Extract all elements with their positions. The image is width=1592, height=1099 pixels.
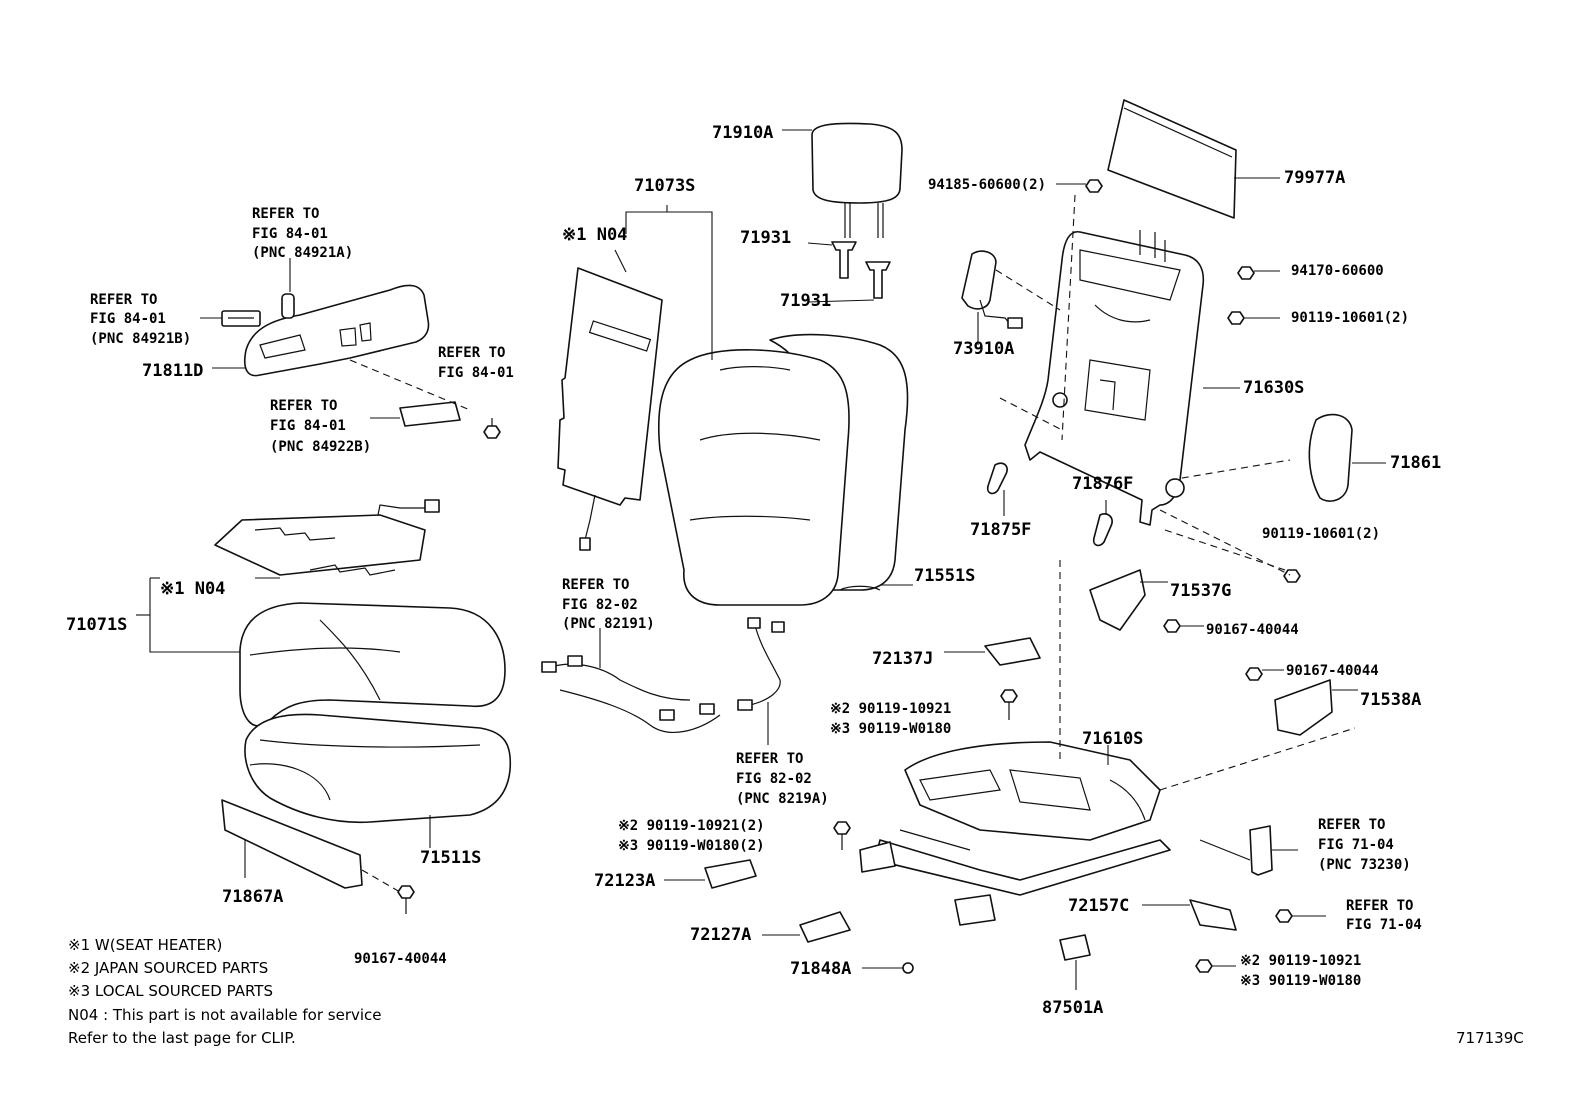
footnote-3: ※3 LOCAL SOURCED PARTS bbox=[68, 982, 273, 1000]
cushion-heater-mat bbox=[214, 499, 440, 576]
refer-r2-line1: REFER TO bbox=[90, 292, 157, 308]
label-n04-top: ※1 N04 bbox=[562, 225, 627, 245]
refer-r3-line1: REFER TO bbox=[438, 345, 505, 361]
refer-r6-line1: REFER TO bbox=[736, 751, 803, 767]
refer-to-labels: REFER TO FIG 84-01 (PNC 84921A) REFER TO… bbox=[90, 206, 1422, 933]
label-71931-b: 71931 bbox=[780, 291, 831, 311]
label-71071S: 71071S bbox=[66, 615, 127, 635]
label-71630S: 71630S bbox=[1243, 378, 1304, 398]
label-94170-60600: 94170-60600 bbox=[1291, 263, 1384, 279]
hinge-covers bbox=[1089, 529, 1358, 736]
label-72123A: 72123A bbox=[594, 871, 655, 891]
label-90167-40044-a: 90167-40044 bbox=[1206, 622, 1299, 638]
label-71861: 71861 bbox=[1390, 453, 1441, 473]
refer-r7-line1: REFER TO bbox=[1318, 817, 1385, 833]
refer-r5-line2: FIG 82-02 bbox=[562, 597, 638, 613]
refer-r3-line2: FIG 84-01 bbox=[438, 365, 514, 381]
label-90119-10921-c: ※2 90119-10921 bbox=[1240, 953, 1361, 969]
footnote-5: Refer to the last page for CLIP. bbox=[68, 1029, 296, 1047]
refer-r5-line1: REFER TO bbox=[562, 577, 629, 593]
label-71875F: 71875F bbox=[970, 520, 1031, 540]
footnote-4: N04 : This part is not available for ser… bbox=[68, 1006, 382, 1024]
label-73910A: 73910A bbox=[953, 339, 1014, 359]
label-90119-10601-a: 90119-10601(2) bbox=[1291, 310, 1409, 326]
label-90119-W0180-b: ※3 90119-W0180(2) bbox=[618, 838, 765, 854]
refer-r5-line3: (PNC 82191) bbox=[562, 616, 655, 632]
seatback-board bbox=[1107, 99, 1280, 219]
refer-r8-line2: FIG 71-04 bbox=[1346, 917, 1422, 933]
label-90167-40044-b: 90167-40044 bbox=[1286, 663, 1379, 679]
refer-r1-line1: REFER TO bbox=[252, 206, 319, 222]
label-72137J: 72137J bbox=[872, 649, 933, 669]
label-71910A: 71910A bbox=[712, 123, 773, 143]
refer-r8-line1: REFER TO bbox=[1346, 898, 1413, 914]
cushion-lower-shield bbox=[221, 799, 415, 914]
refer-r4-line1: REFER TO bbox=[270, 398, 337, 414]
footnote-2: ※2 JAPAN SOURCED PARTS bbox=[68, 959, 268, 977]
label-90119-10601-b: 90119-10601(2) bbox=[1262, 526, 1380, 542]
label-71610S: 71610S bbox=[1082, 729, 1143, 749]
label-72157C: 72157C bbox=[1068, 896, 1129, 916]
seatback-heater-mat bbox=[557, 205, 713, 551]
refer-r2-line3: (PNC 84921B) bbox=[90, 331, 191, 347]
label-71537G: 71537G bbox=[1170, 581, 1231, 601]
refer-r4-line2: FIG 84-01 bbox=[270, 418, 346, 434]
label-94185-60600: 94185-60600(2) bbox=[928, 177, 1046, 193]
label-n04-mid: ※1 N04 bbox=[160, 579, 225, 599]
label-87501A: 87501A bbox=[1042, 998, 1103, 1018]
side-airbag-module bbox=[961, 250, 1023, 345]
side-cover-71861 bbox=[1308, 413, 1386, 502]
small-parts bbox=[664, 179, 1326, 990]
refer-r4-line3: (PNC 84922B) bbox=[270, 439, 371, 455]
bracket-71071S bbox=[136, 577, 280, 653]
label-71073S: 71073S bbox=[634, 176, 695, 196]
seatback-cover-drawing bbox=[657, 333, 913, 606]
seat-track-drawing bbox=[859, 560, 1356, 926]
wire-harness-drawing bbox=[541, 617, 785, 745]
label-90119-10921-a: ※2 90119-10921 bbox=[830, 701, 951, 717]
label-90119-W0180-a: ※3 90119-W0180 bbox=[830, 721, 951, 737]
refer-r2-line2: FIG 84-01 bbox=[90, 311, 166, 327]
refer-r7-line3: (PNC 73230) bbox=[1318, 857, 1411, 873]
refer-r1-line2: FIG 84-01 bbox=[252, 226, 328, 242]
cushion-cover-drawing bbox=[239, 602, 506, 727]
label-71867A: 71867A bbox=[222, 887, 283, 907]
footnote-1: ※1 W(SEAT HEATER) bbox=[68, 936, 222, 954]
label-72127A: 72127A bbox=[690, 925, 751, 945]
label-71551S: 71551S bbox=[914, 566, 975, 586]
footnotes: ※1 W(SEAT HEATER) ※2 JAPAN SOURCED PARTS… bbox=[68, 936, 382, 1047]
label-71876F: 71876F bbox=[1072, 474, 1133, 494]
label-90167-40044-c: 90167-40044 bbox=[354, 951, 447, 967]
refer-r6-line2: FIG 82-02 bbox=[736, 771, 812, 787]
label-71538A: 71538A bbox=[1360, 690, 1421, 710]
side-shield-drawing bbox=[200, 258, 501, 439]
label-71511S: 71511S bbox=[420, 848, 481, 868]
refer-r6-line3: (PNC 8219A) bbox=[736, 791, 829, 807]
refer-r7-line2: FIG 71-04 bbox=[1318, 837, 1394, 853]
label-90119-10921-b: ※2 90119-10921(2) bbox=[618, 818, 765, 834]
headrest-drawing bbox=[782, 122, 903, 238]
part-labels: 71910A 71073S 94185-60600(2) 79977A ※1 N… bbox=[66, 123, 1441, 1018]
label-90119-W0180-c: ※3 90119-W0180 bbox=[1240, 973, 1361, 989]
clips bbox=[986, 462, 1113, 547]
label-79977A: 79977A bbox=[1284, 168, 1345, 188]
refer-r1-line3: (PNC 84921A) bbox=[252, 245, 353, 261]
headrest-guides bbox=[807, 241, 891, 303]
label-71848A: 71848A bbox=[790, 959, 851, 979]
label-71931-a: 71931 bbox=[740, 228, 791, 248]
label-71811D: 71811D bbox=[142, 361, 203, 381]
cushion-pad-drawing bbox=[244, 713, 512, 848]
diagram-id: 717139C bbox=[1456, 1029, 1524, 1047]
